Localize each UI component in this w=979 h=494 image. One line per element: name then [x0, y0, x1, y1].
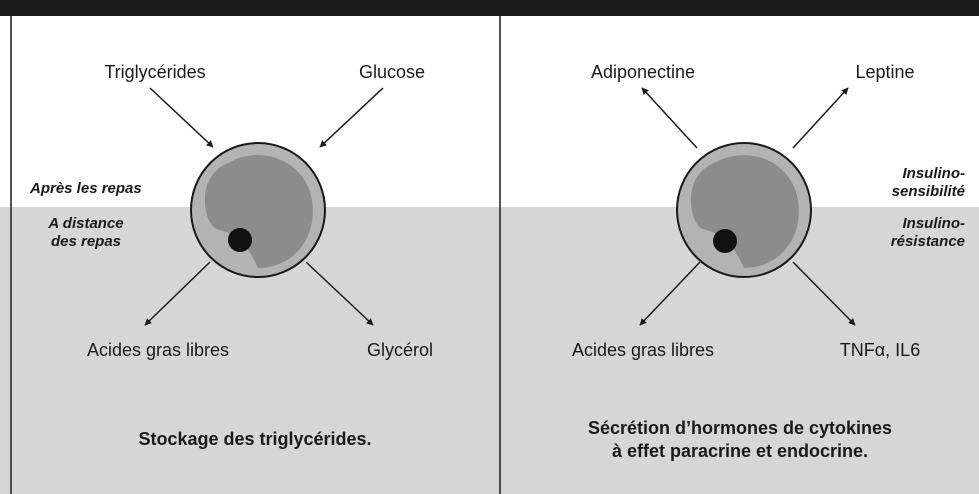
label-leptin: Leptine — [855, 62, 914, 82]
label-triglycerides: Triglycérides — [104, 62, 205, 82]
note-after-meals: Après les repas — [29, 180, 142, 197]
upper-background — [0, 0, 979, 207]
note-insulin-sensitivity-line1: Insulino- — [903, 165, 966, 182]
label-adiponectin: Adiponectine — [591, 62, 695, 82]
label-fatty-acids-right: Acides gras libres — [572, 340, 714, 360]
note-insulin-sensitivity-line2: sensibilité — [892, 183, 965, 200]
label-tnf-il6: TNFα, IL6 — [840, 340, 920, 360]
note-insulin-resistance-line2: résistance — [891, 233, 965, 250]
label-glucose: Glucose — [359, 62, 425, 82]
note-insulin-resistance-line1: Insulino- — [903, 215, 966, 232]
label-glycerol: Glycérol — [367, 340, 433, 360]
nucleus — [713, 229, 737, 253]
adipocyte-cell-right — [677, 143, 811, 277]
caption-secretion-line2: à effet paracrine et endocrine. — [612, 441, 868, 461]
caption-storage: Stockage des triglycérides. — [138, 429, 371, 449]
note-away-from-meals-line2: des repas — [51, 233, 121, 250]
adipocyte-cell-left — [191, 143, 325, 277]
nucleus — [228, 228, 252, 252]
top-banner — [0, 0, 979, 16]
caption-secretion-line1: Sécrétion d’hormones de cytokines — [588, 418, 892, 438]
note-away-from-meals-line1: A distance — [47, 215, 123, 232]
label-fatty-acids-left: Acides gras libres — [87, 340, 229, 360]
